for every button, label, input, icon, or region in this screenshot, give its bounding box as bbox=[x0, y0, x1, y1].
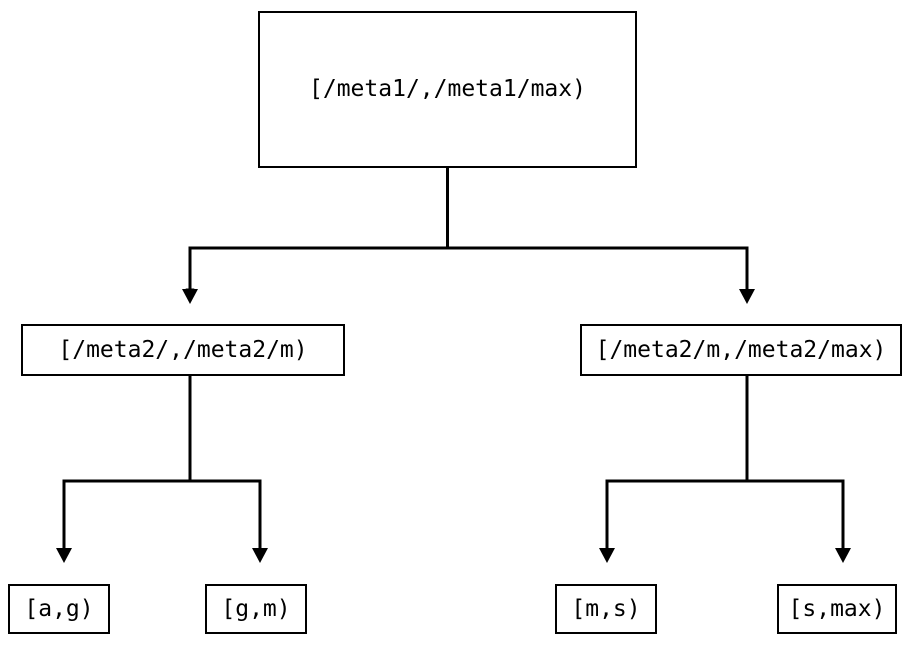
arrowhead-to-leaf-4 bbox=[835, 548, 851, 563]
node-leaf-3-label: [m,s) bbox=[571, 595, 641, 622]
arrowhead-to-mid-right bbox=[739, 289, 755, 304]
edge-midright-to-leaf3 bbox=[605, 376, 749, 548]
node-mid-left[interactable]: [/meta2/,/meta2/m) bbox=[21, 324, 345, 376]
edge-midright-to-leaf4 bbox=[747, 479, 845, 548]
node-leaf-3[interactable]: [m,s) bbox=[555, 584, 657, 634]
arrowhead-to-leaf-2 bbox=[252, 548, 268, 563]
node-mid-right[interactable]: [/meta2/m,/meta2/max) bbox=[580, 324, 902, 376]
node-leaf-1-label: [a,g) bbox=[24, 595, 94, 622]
node-root-label: [/meta1/,/meta1/max) bbox=[309, 76, 586, 102]
node-root[interactable]: [/meta1/,/meta1/max) bbox=[258, 11, 637, 168]
node-mid-right-label: [/meta2/m,/meta2/max) bbox=[595, 336, 887, 363]
node-leaf-4[interactable]: [s,max) bbox=[777, 584, 897, 634]
node-leaf-1[interactable]: [a,g) bbox=[8, 584, 110, 634]
node-leaf-2[interactable]: [g,m) bbox=[205, 584, 307, 634]
node-leaf-2-label: [g,m) bbox=[221, 595, 291, 622]
edge-midleft-to-leaf2 bbox=[190, 479, 262, 548]
node-leaf-4-label: [s,max) bbox=[788, 595, 886, 622]
arrowhead-to-leaf-3 bbox=[599, 548, 615, 563]
arrowhead-to-leaf-1 bbox=[56, 548, 72, 563]
node-mid-left-label: [/meta2/,/meta2/m) bbox=[58, 336, 308, 363]
edge-midleft-to-leaf1 bbox=[62, 376, 192, 548]
edge-root-to-mid-left bbox=[185, 168, 449, 297]
edge-root-to-mid-right bbox=[447, 246, 749, 289]
arrowhead-to-mid-left bbox=[182, 289, 198, 304]
